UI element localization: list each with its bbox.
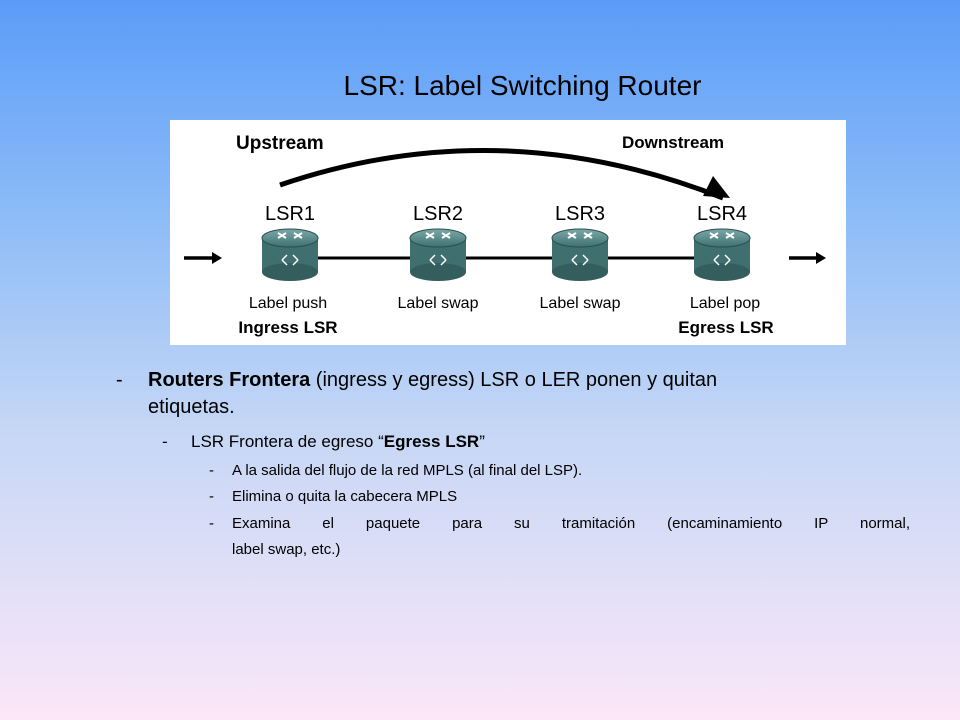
bullet-dash: - (209, 488, 214, 505)
bullet-level3-item: Examina el paquete para su tramitación (… (232, 515, 910, 532)
bullet-dash: - (116, 369, 123, 391)
router-action-lsr2: Label swap (398, 295, 479, 312)
downstream-label: Downstream (622, 133, 724, 152)
bullet-dash: - (162, 432, 168, 451)
flow-arc (279, 147, 724, 201)
router-lsr4 (693, 228, 751, 281)
bullet-level2-post: ” (479, 432, 485, 451)
bullet-level2: LSR Frontera de egreso “Egress LSR” (191, 431, 485, 453)
lsr-diagram-svg: Upstream Downstream (184, 133, 826, 337)
bullet-level1-text: (ingress y egress) LSR o LER ponen y qui… (310, 369, 718, 391)
router-action-lsr3: Label swap (540, 295, 621, 312)
router-name-lsr3: LSR3 (555, 203, 605, 225)
upstream-label: Upstream (236, 133, 324, 154)
router-lsr1 (261, 228, 319, 281)
bullet-level3-item: Elimina o quita la cabecera MPLS (232, 488, 458, 505)
router-name-lsr2: LSR2 (413, 203, 463, 225)
router-arrows-icon (277, 232, 303, 239)
router-arrows-icon (709, 232, 735, 239)
slide-title: LSR: Label Switching Router (343, 70, 702, 101)
bullet-level1-text-cont: etiquetas. (148, 396, 235, 418)
bullet-dash: - (209, 462, 214, 479)
router-name-lsr4: LSR4 (697, 203, 747, 225)
router-action-lsr4: Label pop (690, 295, 760, 312)
router-lsr2 (409, 228, 467, 281)
router-role-lsr4: Egress LSR (678, 318, 773, 337)
bullet-level2-bold: Egress LSR (383, 432, 480, 451)
bullet-level2-pre: LSR Frontera de egreso “ (191, 432, 384, 451)
lsr-diagram: Upstream Downstream (170, 120, 846, 345)
router-name-lsr1: LSR1 (265, 203, 315, 225)
bullet-level1-bold: Routers Frontera (148, 369, 311, 391)
egress-arrow (789, 252, 826, 264)
router-arrows-icon (567, 232, 593, 239)
flow-arc-arrowhead (703, 176, 730, 198)
router-action-lsr1: Label push (249, 295, 327, 312)
bullet-level3-item: A la salida del flujo de la red MPLS (al… (232, 462, 583, 479)
router-role-lsr1: Ingress LSR (238, 318, 337, 337)
router-lsr3 (551, 228, 609, 281)
bullet-level1: Routers Frontera (ingress y egress) LSR … (148, 367, 913, 421)
router-arrows-icon (425, 232, 451, 239)
bullet-dash: - (209, 515, 214, 532)
ingress-arrow (184, 252, 222, 264)
bullet-level3-item-cont: label swap, etc.) (232, 541, 341, 558)
